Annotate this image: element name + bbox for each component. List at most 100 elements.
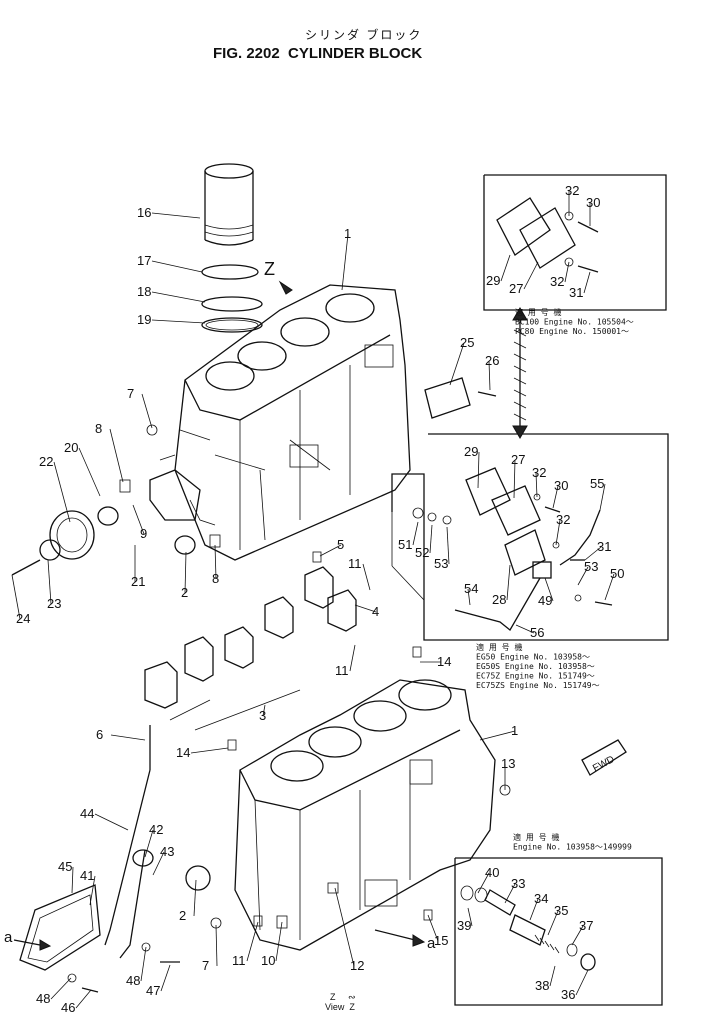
leader-line [334,887,355,967]
leader-line [427,914,439,942]
inset-middle-parts [412,467,613,631]
part-number-44: 44 [80,806,94,821]
view-z-caption: Z ∾ [330,992,356,1002]
engine-note-line: Engine No. 103958～149999 [513,843,632,852]
engine-note-line: EC75ZS Engine No. 151749～ [476,681,600,690]
part-number-27: 27 [511,452,525,467]
leader-line [604,573,615,601]
leader-line [584,546,602,561]
part-number-22: 22 [39,454,53,469]
leader-line [94,813,129,831]
leader-line [529,898,539,921]
engine-note-line: PC80 Engine No. 150001～ [515,327,629,336]
part-number-3: 3 [259,708,266,723]
section-a-right: a [427,935,436,952]
part-number-27: 27 [509,281,523,296]
dipstick-assembly [19,769,180,993]
leader-line [583,271,591,294]
part-number-45: 45 [58,859,72,874]
leader-line [571,925,584,946]
part-number-26: 26 [485,353,499,368]
leader-line [549,965,556,987]
part-number-38: 38 [535,978,549,993]
engine-note-line: BC100 Engine No. 105504～ [515,318,634,327]
inset-box-bottom-right [454,857,663,1006]
fwd-label: FWD [591,754,616,774]
leader-line [160,964,171,992]
leader-line [467,907,473,927]
view-z-marker: Z [264,259,275,279]
part-number-29: 29 [486,273,500,288]
part-number-39: 39 [457,918,471,933]
part-number-37: 37 [579,918,593,933]
leader-line [500,254,511,282]
leader-line [132,504,145,535]
part-number-47: 47 [146,983,160,998]
title-japanese: シリンダ ブロック [305,28,423,42]
leader-line [151,260,203,273]
timing-gear [11,424,221,576]
part-number-11: 11 [348,556,362,571]
leader-line [535,472,538,498]
side-cover [424,377,497,419]
part-number-17: 17 [137,253,151,268]
section-arrows [13,929,426,951]
part-number-23: 23 [47,596,61,611]
leader-line [599,483,606,511]
leader-line [479,730,516,741]
inset-box-top-right [483,174,667,311]
part-number-55: 55 [590,476,604,491]
leader-line [412,521,419,546]
part-number-12: 12 [350,958,364,973]
leader-line [555,519,561,546]
leader-line [152,851,165,876]
leader-line [544,577,554,602]
part-number-30: 30 [586,195,600,210]
inset-box-middle-right [391,433,669,641]
figure-title: FIG. 2202 CYLINDER BLOCK [213,45,423,62]
part-number-46: 46 [61,1000,75,1014]
engine-note-line: 適 用 号 機 [515,307,561,317]
leader-line [341,233,349,291]
leader-line [477,872,490,894]
leader-line [362,563,371,591]
leader-line [144,829,154,858]
part-number-42: 42 [149,822,163,837]
leader-line [467,588,471,606]
part-number-50: 50 [610,566,624,581]
part-number-54: 54 [464,581,478,596]
leader-line [449,342,465,386]
part-number-11: 11 [335,663,349,678]
leader-line [110,734,146,741]
part-number-49: 49 [538,593,552,608]
leader-line [349,644,356,672]
leader-line [184,551,187,594]
part-number-52: 52 [415,545,429,560]
leader-line [214,544,217,580]
part-number-18: 18 [137,284,151,299]
cylinder-liner [204,163,254,246]
upper-cylinder-block [159,284,411,561]
part-callouts: 1161718197820229212423285114113146141134… [16,183,624,1014]
leader-line [552,485,559,509]
leader-line [275,921,283,962]
part-number-24: 24 [16,611,30,626]
part-number-34: 34 [534,891,548,906]
leader-line [513,459,516,499]
part-number-32: 32 [565,183,579,198]
part-number-31: 31 [569,285,583,300]
part-number-30: 30 [554,478,568,493]
part-number-32: 32 [556,512,570,527]
leader-line [140,946,147,982]
o-rings [201,264,263,333]
relief-valve-assembly [460,885,596,971]
leader-line [53,461,71,523]
leader-line [547,910,559,936]
part-number-4: 4 [372,604,379,619]
leader-line [151,212,201,219]
part-number-5: 5 [337,537,344,552]
inset-top-parts [496,197,599,273]
part-number-31: 31 [597,539,611,554]
